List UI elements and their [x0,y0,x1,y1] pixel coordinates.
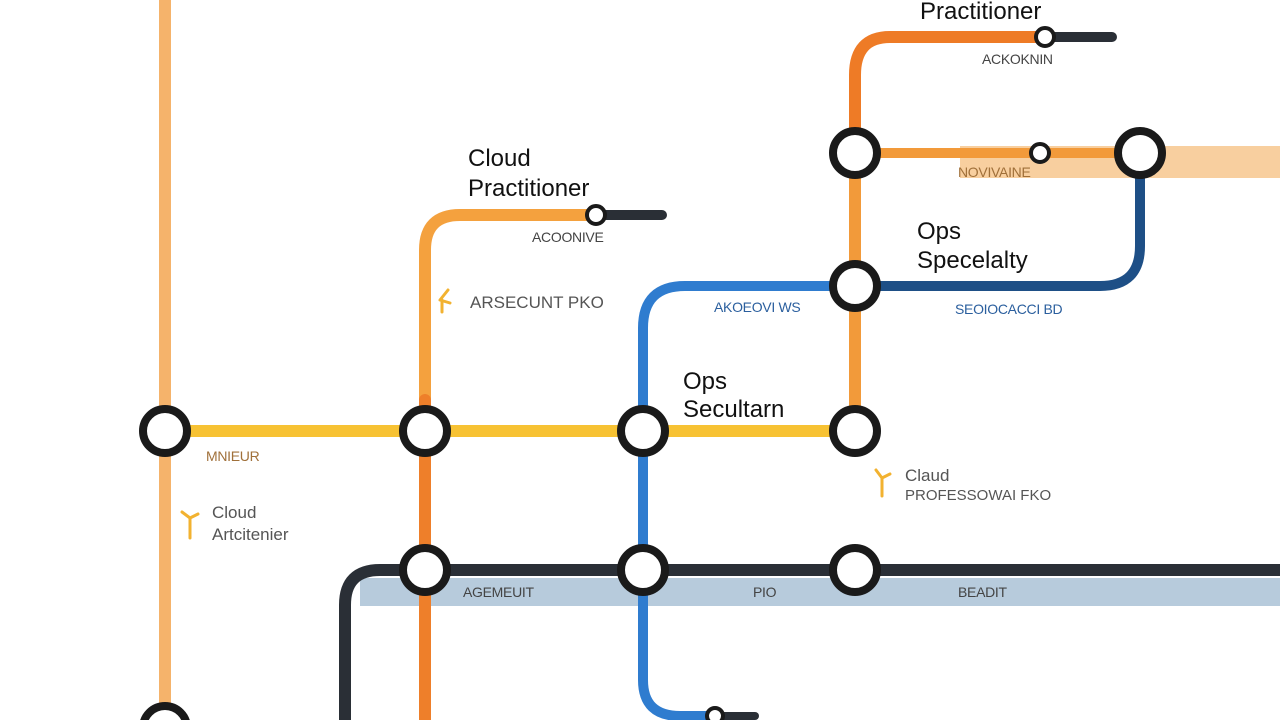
line-cloud-practitioner [419,209,602,720]
line-navy [850,148,1145,291]
station-right-junction[interactable] [1114,127,1166,179]
label-bottom-associate: AGEMEUIT [463,584,534,600]
label-cloud-architect-2: Artcitenier [212,525,289,544]
label-practitioner-top: Practitioner [920,0,1041,25]
label-cloud-professional-1: Claud [905,466,949,485]
station-yellow-mid2[interactable] [617,405,669,457]
route-arrow-icon [874,468,892,498]
station-bottom-1[interactable] [399,544,451,596]
label-blue-line: AKOEOVI WS [714,299,800,315]
label-acronym-top: ACKOKNIN [982,51,1053,67]
label-navy-specialty: SEOIOCACCI BD [955,301,1063,317]
line-blue [638,281,860,720]
line-orange-right [849,31,1051,437]
label-yellow: MNIEUR [206,448,260,464]
station-yellow-right[interactable] [829,405,881,457]
label-cloud-practitioner-2: Practitioner [468,175,589,202]
station-orange-junction[interactable] [829,127,881,179]
route-arrow-icon [438,288,452,314]
grey-band [360,578,1280,606]
station-bottom-left-partial[interactable] [140,702,190,720]
route-arrow-icon [180,510,200,540]
station-blue-end[interactable] [705,706,725,720]
station-cloud-practitioner[interactable] [585,204,607,226]
label-bottom-pro: PIO [753,584,777,600]
label-cloud-professional-2: PROFESSOWAI FKO [905,487,1051,504]
station-yellow-left[interactable] [139,405,191,457]
station-yellow-mid1[interactable] [399,405,451,457]
station-orange-small[interactable] [1029,142,1051,164]
label-cloud-architect-1: Cloud [212,503,256,522]
label-acronym-mid: ACOONIVE [532,229,604,245]
station-bottom-3[interactable] [829,544,881,596]
station-practitioner-top[interactable] [1034,26,1056,48]
label-cloud-practitioner-1: Cloud [468,145,531,172]
label-assoc-pro: ARSECUNT PKO [470,293,604,312]
label-orange-line: NOVIVAINE [958,164,1031,180]
station-ops-specialty[interactable] [829,260,881,312]
station-bottom-2[interactable] [617,544,669,596]
label-ops-specialty-2: Specelalty [917,247,1028,274]
label-security-specialty-1: Ops [683,368,727,395]
line-dark-bottom [339,564,1280,720]
label-bottom-beadit: BEADIT [958,584,1008,600]
label-ops-specialty-1: Ops [917,218,961,245]
label-security-specialty-2: Secultarn [683,396,784,423]
